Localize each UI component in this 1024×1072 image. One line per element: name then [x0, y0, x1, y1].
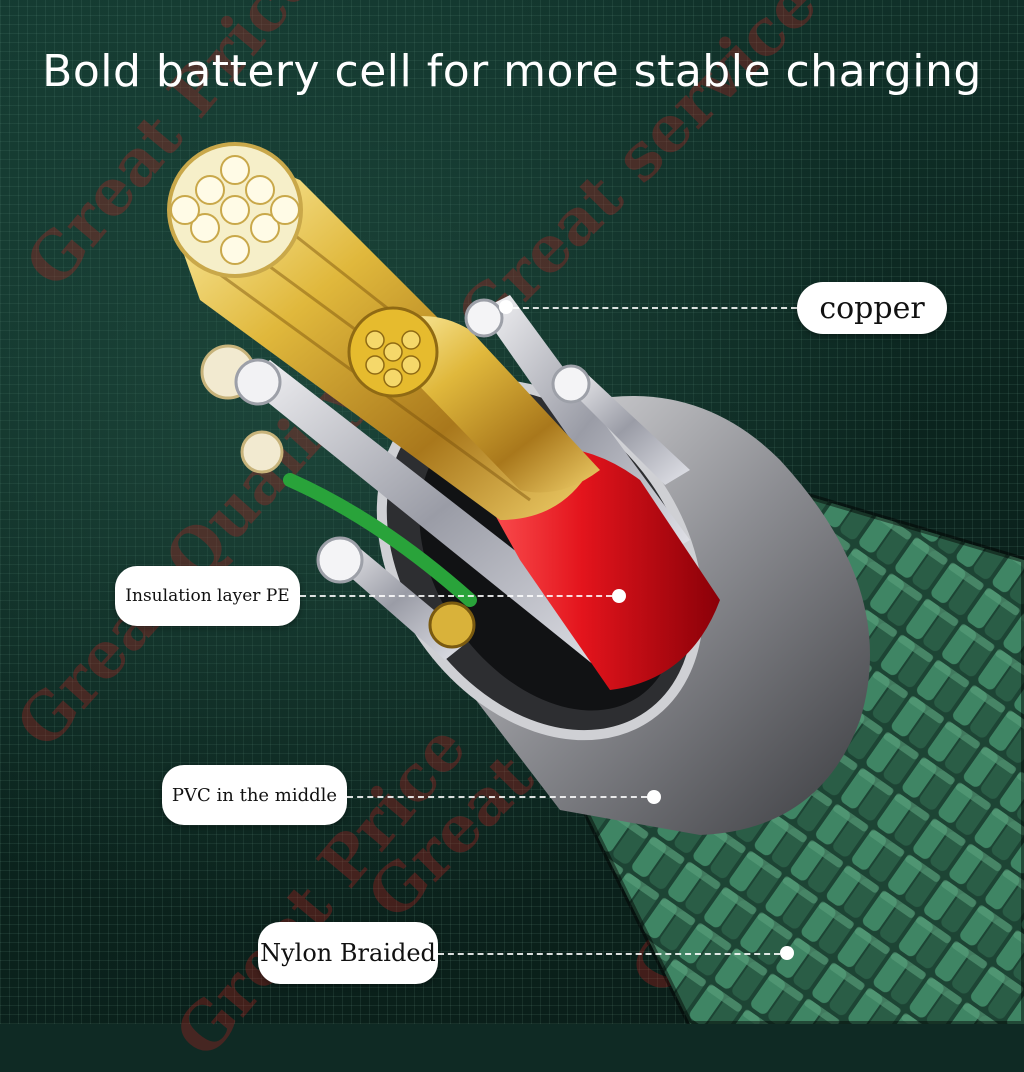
headline: Bold battery cell for more stable chargi…: [42, 46, 982, 97]
nylon-leader-line: [438, 953, 780, 955]
silver-strand-bundle: [240, 360, 630, 670]
nylon-braided-label: Nylon Braided: [258, 922, 438, 984]
copper-label: copper: [797, 282, 947, 334]
pvc-callout-dot: [647, 790, 661, 804]
pvc-leader-line: [347, 796, 647, 798]
copper-leader-line: [513, 307, 797, 309]
green-wire: [283, 473, 477, 607]
nylon-callout-dot: [780, 946, 794, 960]
insulation-layer-label: Insulation layer PE: [115, 566, 300, 626]
insulation-leader-line: [300, 595, 612, 597]
copper-callout-dot: [499, 300, 513, 314]
cable-cross-section-illustration: [167, 142, 1024, 1024]
insulation-callout-dot: [612, 589, 626, 603]
pvc-label: PVC in the middle: [162, 765, 347, 825]
